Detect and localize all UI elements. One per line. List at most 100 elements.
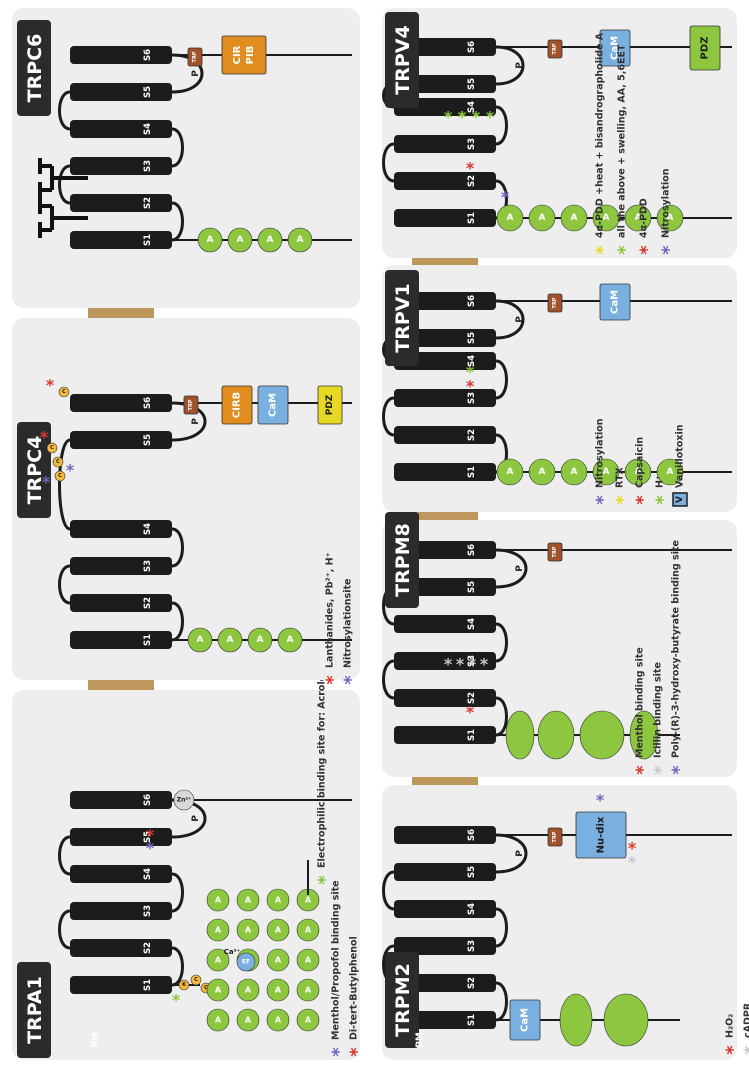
legend-text: Menthol binding site [635,647,646,758]
segment-label: S2 [143,597,153,609]
transmembrane-segment-s2 [70,594,172,612]
binding-site-star-grey: * [468,655,477,674]
panel-title-tab: TRPM8 [385,512,419,608]
ankyrin-repeat-label: A [275,956,282,965]
cysteine-residue-label: C [50,445,54,451]
transmembrane-segment-s4 [394,900,496,918]
segment-label: S4 [467,903,477,915]
segment-label: S4 [143,868,153,880]
panel-title: TRPM8 [392,523,414,597]
transmembrane-segment-s1 [70,631,172,649]
trp-box-label: TRP [552,297,558,308]
transmembrane-segment-s4 [394,615,496,633]
segment-label: S3 [467,138,477,150]
transmembrane-segment-s5 [70,431,172,449]
nudix-domain-label: Nu-dix [596,816,607,853]
transmembrane-segment-s3 [394,389,496,407]
mhr-domain [506,711,534,759]
legend-text: Poly-(R)-3-hydroxy-butyrate binding site [671,540,682,758]
ankyrin-repeat-label: A [245,1016,252,1025]
transmembrane-segment-s5 [70,828,172,846]
binding-site-star-red: * [466,159,475,178]
pore-label: P [191,418,201,425]
mhr-domain [580,711,624,759]
ankyrin-repeat-label: A [507,467,514,477]
calmodulin-domain-label: CaM [268,393,279,417]
panel-title: TRPA1 [24,976,46,1044]
panel-title: TRPV1 [392,283,414,352]
ankyrin-repeat-label: A [305,956,312,965]
trp-box-label: TRP [552,43,558,54]
segment-label: S3 [143,560,153,572]
ankyrin-repeat-label: A [215,986,222,995]
segment-label: S1 [467,1014,477,1026]
segment-label: S4 [467,618,477,630]
transmembrane-segment-s6 [70,46,172,64]
cir-pib-domain-label: CIR [232,45,243,64]
binding-site-star-red: * [40,428,49,447]
legend-text: Lanthanides, Pb²⁺, H⁺ [325,552,336,668]
ef-hand-label: EF [242,959,250,966]
segment-label: S6 [143,794,153,806]
transmembrane-segment-s3 [70,157,172,175]
legend-text: Nitrosylationsite [343,579,354,668]
legend-text: Capsaicin [635,437,646,488]
binding-site-star-blue: * [596,791,605,810]
legend-star-green: * [615,245,636,255]
ankyrin-repeat-label: A [215,926,222,935]
binding-site-star-blue: * [42,473,51,492]
panel-title: TRPC6 [24,34,46,103]
legend-text: H⁺ [655,475,666,488]
legend-text: Menthol/Propofol binding site [331,880,342,1040]
transmembrane-segment-s4 [70,520,172,538]
panel-title-tab: TRPV4 [385,12,419,108]
trp-box-label: TRP [192,51,198,62]
cysteine-residue-label: C [56,459,60,465]
transmembrane-segment-s5 [394,863,496,881]
mhr-domain [538,711,574,759]
panel-title: TRPM2 [392,963,414,1037]
transmembrane-segment-s2 [394,689,496,707]
transmembrane-segment-s1 [70,231,172,249]
transmembrane-segment-s2 [394,426,496,444]
segment-label: S1 [143,634,153,646]
segment-label: S6 [143,49,153,61]
membrane-label: PM [91,1032,101,1048]
ankyrin-repeat-label: A [667,467,674,477]
panel-title-tab: TRPM2 [385,952,419,1048]
segment-label: S2 [143,197,153,209]
segment-label: S6 [467,295,477,307]
panel-title-tab: TRPA1 [17,962,51,1058]
pdz-domain-label: PDZ [325,394,335,415]
ankyrin-repeat-label: A [245,926,252,935]
legend-star-blue: * [669,765,690,775]
trp-box-label: TRP [188,399,194,410]
vanilloid-box-icon-label: V [675,496,685,503]
binding-site-star-blue: * [146,839,155,858]
ankyrin-repeat-label: A [267,235,274,245]
pore-label: P [515,62,525,69]
legend-text: all the above + swelling, AA, 5,6EET [617,44,628,238]
segment-label: S1 [467,729,477,741]
segment-label: S4 [143,123,153,135]
segment-label: S1 [467,466,477,478]
segment-label: S3 [467,940,477,952]
legend-star-yellow: * [593,245,614,255]
ankyrin-repeat-label: A [215,956,222,965]
ankyrin-repeat-label: A [275,1016,282,1025]
segment-label: S2 [467,977,477,989]
ankyrin-repeat-label: A [305,926,312,935]
ankyrin-repeat-label: A [245,986,252,995]
pore-label: P [515,316,525,323]
legend-text: Icillin binding site [653,662,664,758]
cysteine-residue-label: C [58,473,62,479]
binding-site-star-red: * [466,703,475,722]
segment-label: S5 [467,866,477,878]
transmembrane-segment-s3 [394,135,496,153]
legend-star-grey: * [741,1045,749,1055]
legend-star-yellow: * [613,495,634,505]
segment-label: S5 [143,434,153,446]
